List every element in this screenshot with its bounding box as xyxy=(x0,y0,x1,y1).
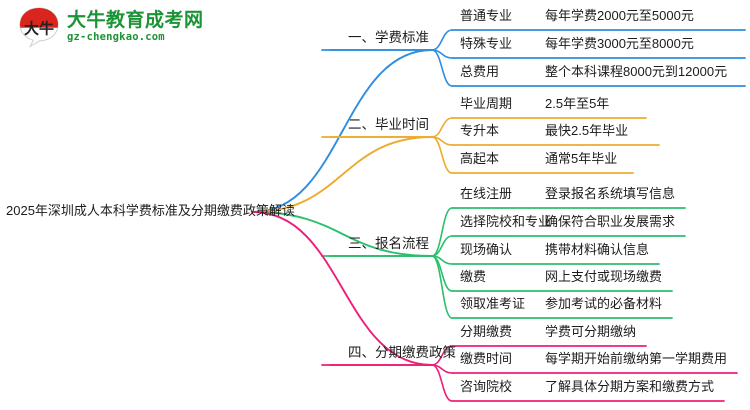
logo-mark-icon: 大牛 xyxy=(18,6,60,48)
item-label-2-3: 高起本 xyxy=(460,151,500,166)
item-label-1-3: 总费用 xyxy=(460,64,500,79)
center-topic: 2025年深圳成人本科学费标准及分期缴费政策解读 xyxy=(6,203,295,218)
item-label-2-1: 毕业周期 xyxy=(460,96,513,111)
item-label-3-4: 缴费 xyxy=(460,269,487,284)
item-label-1-2: 特殊专业 xyxy=(460,36,513,51)
site-logo: 大牛 大牛教育成考网 gz-chengkao.com xyxy=(18,6,204,48)
item-label-2-2: 专升本 xyxy=(460,123,500,138)
item-value-2-2: 最快2.5年毕业 xyxy=(545,123,629,138)
item-value-1-1: 每年学费2000元至5000元 xyxy=(545,8,694,23)
item-label-3-2: 选择院校和专业 xyxy=(460,214,552,229)
item-label-4-2: 缴费时间 xyxy=(460,351,513,366)
item-value-2-3: 通常5年毕业 xyxy=(545,151,618,166)
item-value-4-3: 了解具体分期方案和缴费方式 xyxy=(545,379,715,394)
logo-title: 大牛教育成考网 xyxy=(67,8,204,31)
item-value-4-1: 学费可分期缴纳 xyxy=(545,324,637,339)
item-value-3-1: 登录报名系统填写信息 xyxy=(545,186,676,201)
branch-label-3: 三、报名流程 xyxy=(348,236,429,251)
item-label-3-3: 现场确认 xyxy=(460,242,513,257)
branch-label-4: 四、分期缴费政策 xyxy=(348,345,456,360)
branch-label-2: 二、毕业时间 xyxy=(348,117,429,132)
item-value-4-2: 每学期开始前缴纳第一学期费用 xyxy=(545,351,728,366)
item-value-3-4: 网上支付或现场缴费 xyxy=(545,269,663,284)
item-label-3-5: 领取准考证 xyxy=(460,296,526,311)
branch-label-1: 一、学费标准 xyxy=(348,30,429,45)
logo-subtitle: gz-chengkao.com xyxy=(67,31,165,44)
svg-text:大牛: 大牛 xyxy=(24,20,54,38)
item-value-3-2: 确保符合职业发展需求 xyxy=(545,214,676,229)
item-label-4-3: 咨询院校 xyxy=(460,379,513,394)
item-value-3-5: 参加考试的必备材料 xyxy=(545,296,663,311)
item-value-1-3: 整个本科课程8000元到12000元 xyxy=(545,64,728,79)
item-value-3-3: 携带材料确认信息 xyxy=(545,242,650,257)
item-label-4-1: 分期缴费 xyxy=(460,324,513,339)
item-label-1-1: 普通专业 xyxy=(460,8,513,23)
item-value-2-1: 2.5年至5年 xyxy=(545,96,610,111)
item-value-1-2: 每年学费3000元至8000元 xyxy=(545,36,694,51)
item-label-3-1: 在线注册 xyxy=(460,186,513,201)
